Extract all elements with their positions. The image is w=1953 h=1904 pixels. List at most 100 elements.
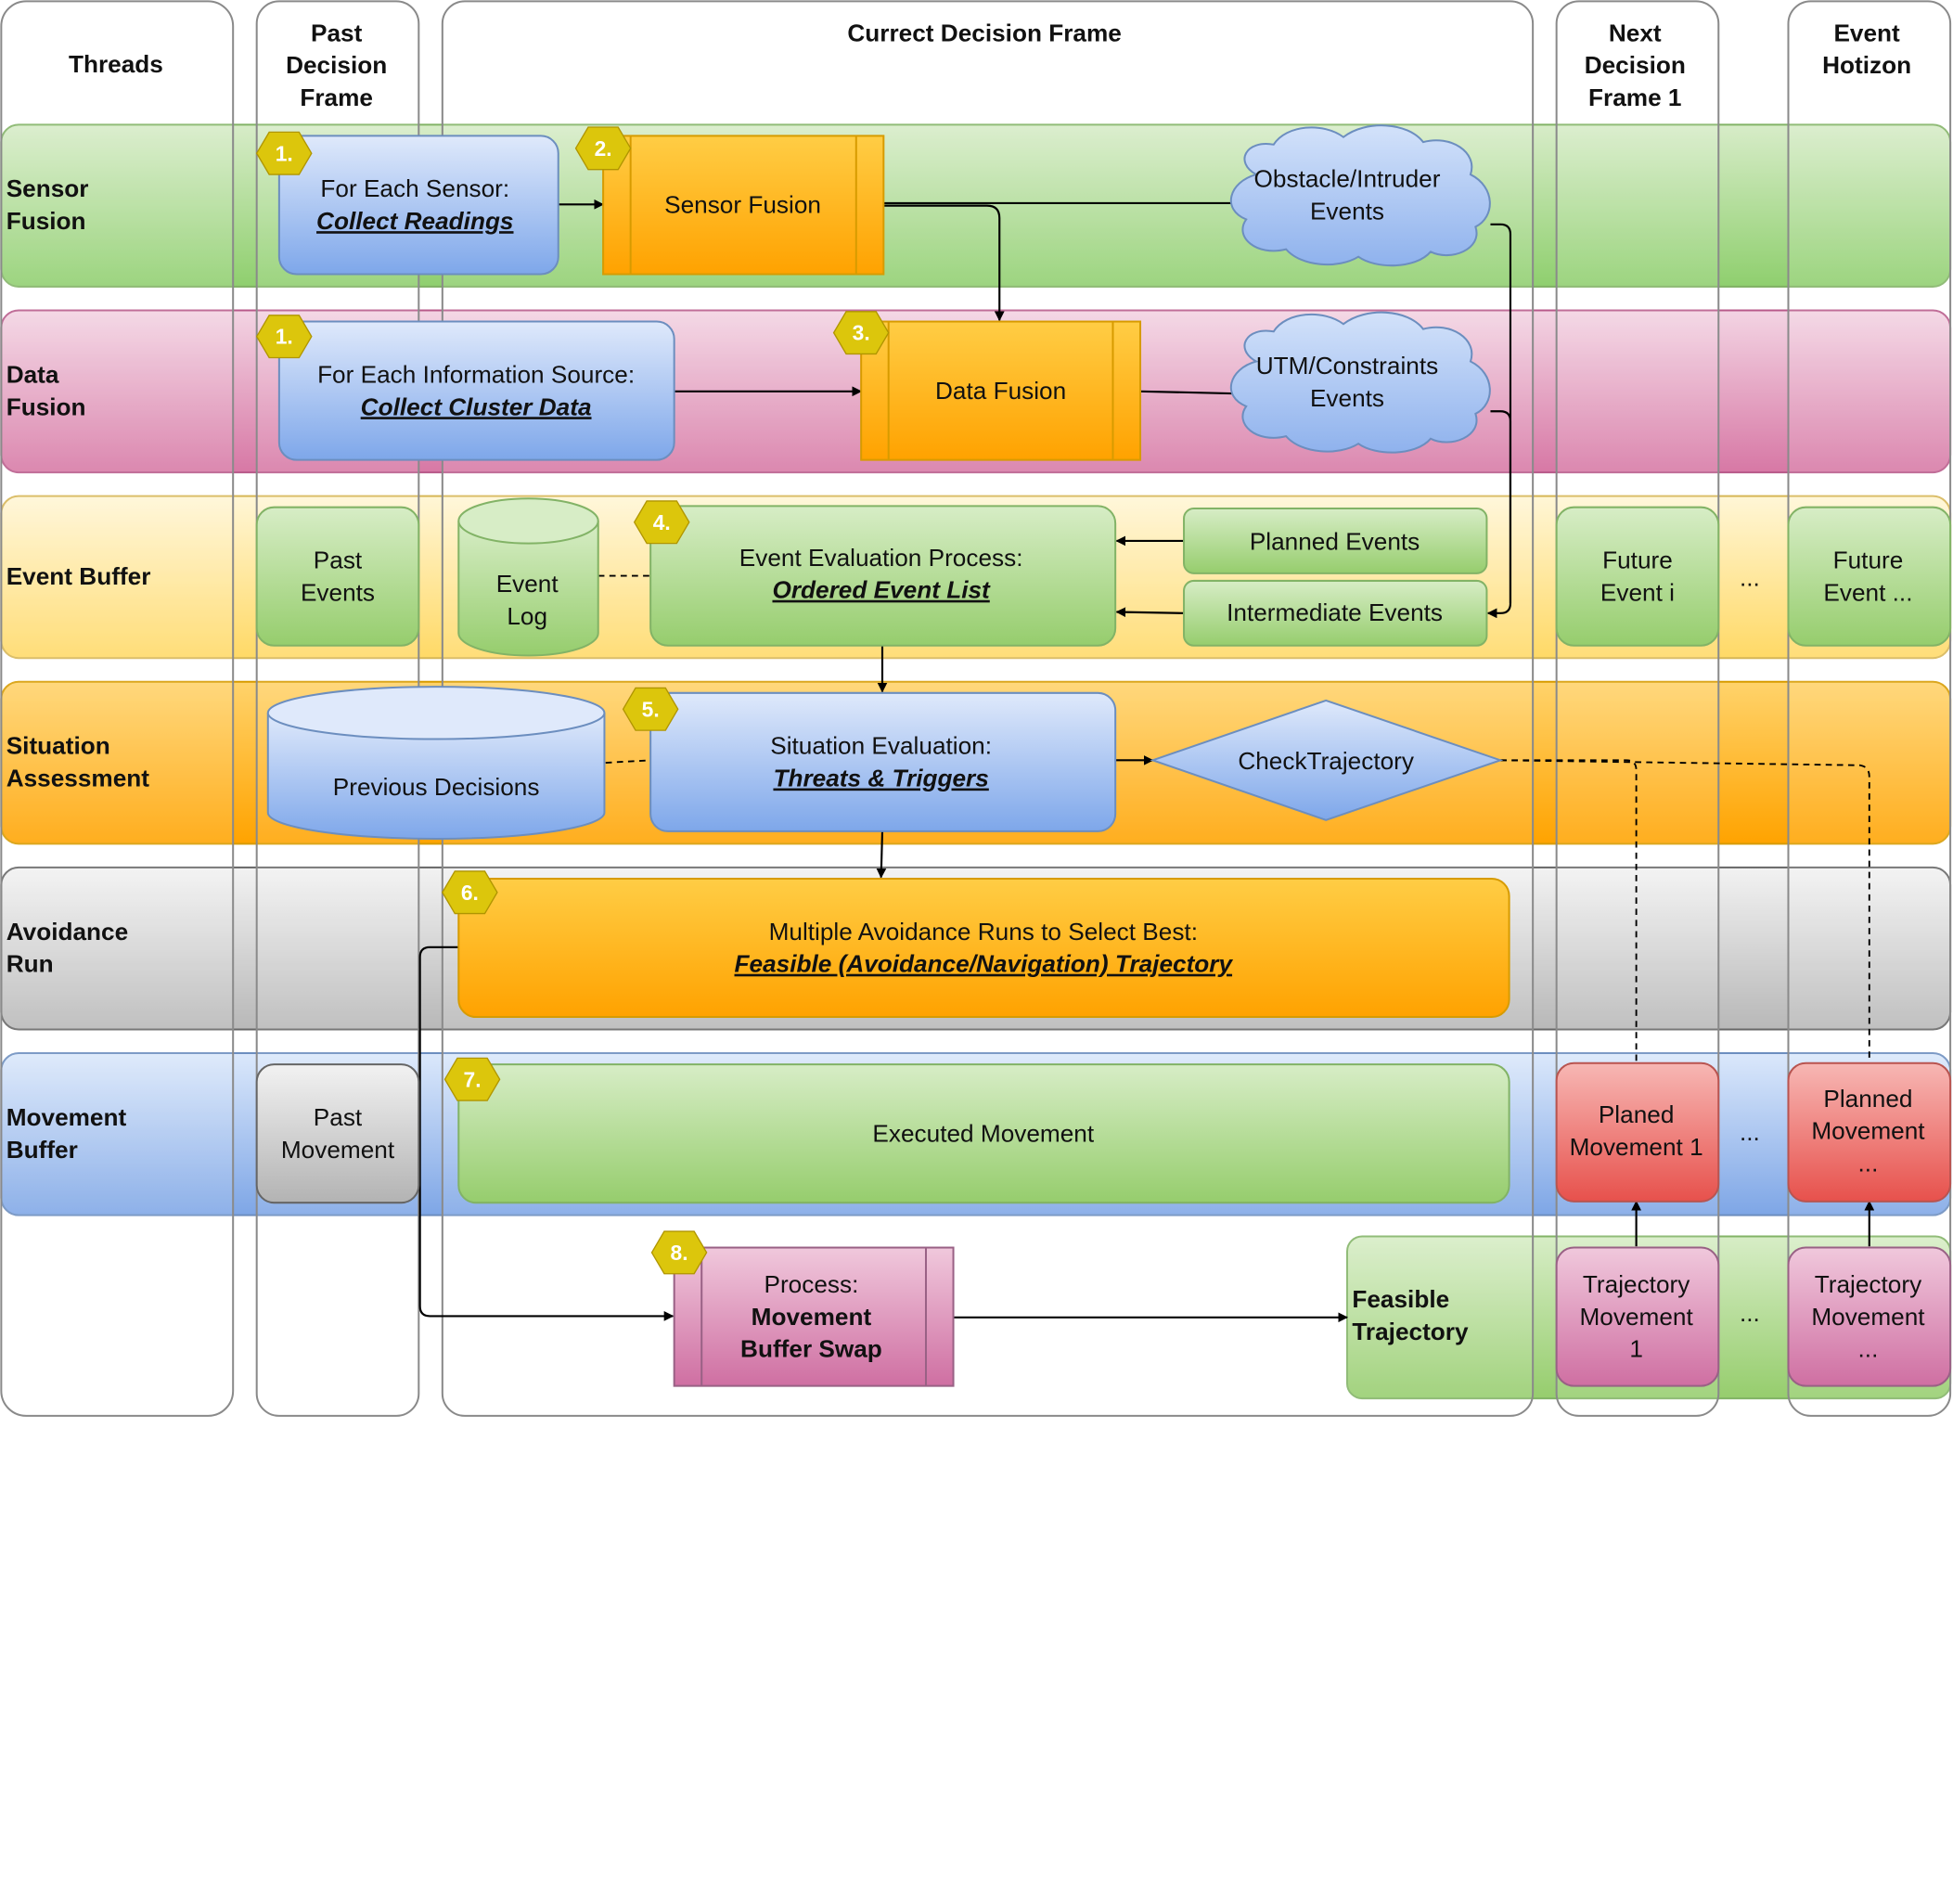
svg-text:Events: Events [1310, 384, 1384, 412]
svg-text:Movement: Movement [1579, 1303, 1693, 1331]
svg-text:6.: 6. [461, 881, 479, 905]
svg-text:5.: 5. [642, 697, 660, 721]
svg-text:1.: 1. [276, 325, 293, 349]
svg-text:Event Evaluation Process:: Event Evaluation Process: [739, 544, 1023, 572]
svg-text:For Each Sensor:: For Each Sensor: [320, 174, 509, 202]
svg-text:Future: Future [1602, 546, 1673, 573]
svg-text:1: 1 [1629, 1335, 1643, 1363]
node-avoidance-runs: Multiple Avoidance Runs to Select Best: … [457, 877, 1510, 1019]
lane-labels: Sensor Fusion Data Fusion Event Buffer S… [6, 174, 151, 1164]
lane-label-data-2: Fusion [6, 392, 86, 420]
svg-text:Movement: Movement [1811, 1303, 1925, 1331]
node-event-log: Event Log [457, 497, 599, 657]
lane-label-sensor-1: Sensor [6, 174, 89, 202]
step-badge-1-data: 1. [255, 315, 313, 359]
svg-text:Executed Movement: Executed Movement [872, 1119, 1094, 1147]
node-planned-events: Planned Events [1183, 508, 1488, 574]
node-intermediate-events: Intermediate Events [1183, 579, 1488, 647]
svg-text:Situation Evaluation:: Situation Evaluation: [770, 732, 992, 760]
edge-sensor-fusion-to-data-fusion [883, 204, 1005, 322]
svg-text:7.: 7. [464, 1067, 482, 1091]
header-next-line1: Next [1609, 19, 1662, 46]
column-next-decision-frame [1555, 0, 1720, 1417]
svg-text:Trajectory: Trajectory [1352, 1318, 1469, 1345]
edge-data-fusion-to-utm [1140, 388, 1248, 399]
node-utm-constraints-events: UTM/Constraints Events [1229, 311, 1491, 454]
step-badge-4: 4. [633, 500, 690, 545]
lane-label-event: Event Buffer [6, 562, 151, 590]
svg-text:Process:: Process: [764, 1270, 858, 1298]
svg-text:1.: 1. [276, 141, 293, 165]
node-trajectory-movement-dots: Trajectory Movement ... [1787, 1246, 1952, 1387]
header-threads: Threads [69, 50, 163, 78]
header-next-line2: Decision [1585, 51, 1686, 79]
node-obstacle-intruder-events: Obstacle/Intruder Events [1229, 124, 1491, 267]
node-planned-movement-dots: Planned Movement ... [1787, 1061, 1952, 1203]
step-badge-5: 5. [622, 687, 679, 731]
header-current: Currect Decision Frame [847, 19, 1121, 46]
header-next-line3: Frame 1 [1588, 84, 1681, 111]
step-badge-6: 6. [442, 870, 498, 915]
svg-text:Ordered Event List: Ordered Event List [772, 576, 991, 604]
svg-text:Event i: Event i [1600, 578, 1675, 606]
svg-text:For Each Information Source:: For Each Information Source: [317, 360, 635, 388]
svg-text:Feasible (Avoidance/Navigation: Feasible (Avoidance/Navigation) Trajecto… [735, 950, 1234, 978]
column-threads [0, 0, 235, 1417]
header-past-line3: Frame [300, 84, 373, 111]
lane-label-sensor-2: Fusion [6, 207, 86, 235]
step-badge-2: 2. [574, 126, 632, 171]
svg-text:Multiple Avoidance Runs to Sel: Multiple Avoidance Runs to Select Best: [769, 918, 1198, 946]
step-badges: 1. 1. 2. 3. 4. 5. 6. 7. [255, 126, 890, 1275]
svg-text:Feasible: Feasible [1352, 1285, 1449, 1313]
svg-text:Planned Events: Planned Events [1250, 527, 1420, 555]
node-event-evaluation: Event Evaluation Process: Ordered Event … [649, 505, 1117, 647]
lane-label-movement-2: Buffer [6, 1136, 78, 1164]
node-executed-movement: Executed Movement [457, 1063, 1510, 1204]
svg-text:Planned: Planned [1823, 1085, 1912, 1113]
node-past-events: Past Events [255, 506, 420, 647]
svg-text:Movement 1: Movement 1 [1570, 1133, 1703, 1161]
header-past-line1: Past [311, 19, 363, 46]
edge-utm-to-intermediate [1490, 410, 1512, 604]
svg-text:4.: 4. [653, 510, 671, 534]
step-badge-8: 8. [650, 1230, 708, 1275]
edge-avoidance-to-swap [418, 946, 675, 1321]
node-past-movement: Past Movement [255, 1063, 420, 1204]
svg-text:Sensor Fusion: Sensor Fusion [664, 191, 821, 219]
svg-text:Previous Decisions: Previous Decisions [333, 773, 540, 801]
node-future-event-i: Future Event i [1555, 506, 1720, 647]
ellipsis-movements: ... [1740, 1118, 1760, 1146]
lane-label-data-1: Data [6, 360, 59, 388]
svg-text:Trajectory: Trajectory [1815, 1270, 1922, 1298]
svg-text:Threats & Triggers: Threats & Triggers [773, 765, 988, 792]
step-badge-7: 7. [443, 1057, 501, 1101]
node-previous-decisions: Previous Decisions [266, 686, 606, 840]
header-past-line2: Decision [286, 51, 387, 79]
svg-text:Past: Past [314, 546, 363, 573]
step-badge-1-sensor: 1. [255, 131, 313, 175]
label-feasible-trajectory: Feasible Trajectory [1352, 1285, 1469, 1345]
lane-label-situation-1: Situation [6, 732, 110, 760]
header-horizon-line2: Hotizon [1822, 51, 1911, 79]
svg-text:3.: 3. [853, 321, 870, 345]
svg-text:Event: Event [496, 570, 559, 598]
step-badge-3: 3. [832, 311, 890, 355]
lane-label-situation-2: Assessment [6, 765, 150, 792]
node-collect-cluster-data: For Each Information Source: Collect Clu… [277, 320, 675, 461]
node-future-event-dots: Future Event ... [1787, 506, 1952, 647]
svg-text:...: ... [1858, 1335, 1879, 1363]
node-trajectory-movement-1: Trajectory Movement 1 [1555, 1246, 1720, 1387]
ellipsis-events: ... [1740, 563, 1760, 591]
svg-text:CheckTrajectory: CheckTrajectory [1238, 747, 1415, 775]
node-situation-evaluation: Situation Evaluation: Threats & Triggers [649, 691, 1117, 832]
node-check-trajectory: CheckTrajectory [1150, 699, 1504, 821]
lane-label-avoidance-2: Run [6, 950, 54, 978]
edge-intermediate-to-eval [1115, 607, 1185, 618]
svg-text:Obstacle/Intruder: Obstacle/Intruder [1254, 164, 1441, 192]
node-planed-movement-1: Planed Movement 1 [1555, 1061, 1720, 1203]
svg-text:Movement: Movement [752, 1303, 872, 1331]
svg-text:Events: Events [1310, 197, 1384, 225]
svg-text:8.: 8. [671, 1241, 688, 1265]
ellipsis-trajectories: ... [1740, 1299, 1760, 1327]
